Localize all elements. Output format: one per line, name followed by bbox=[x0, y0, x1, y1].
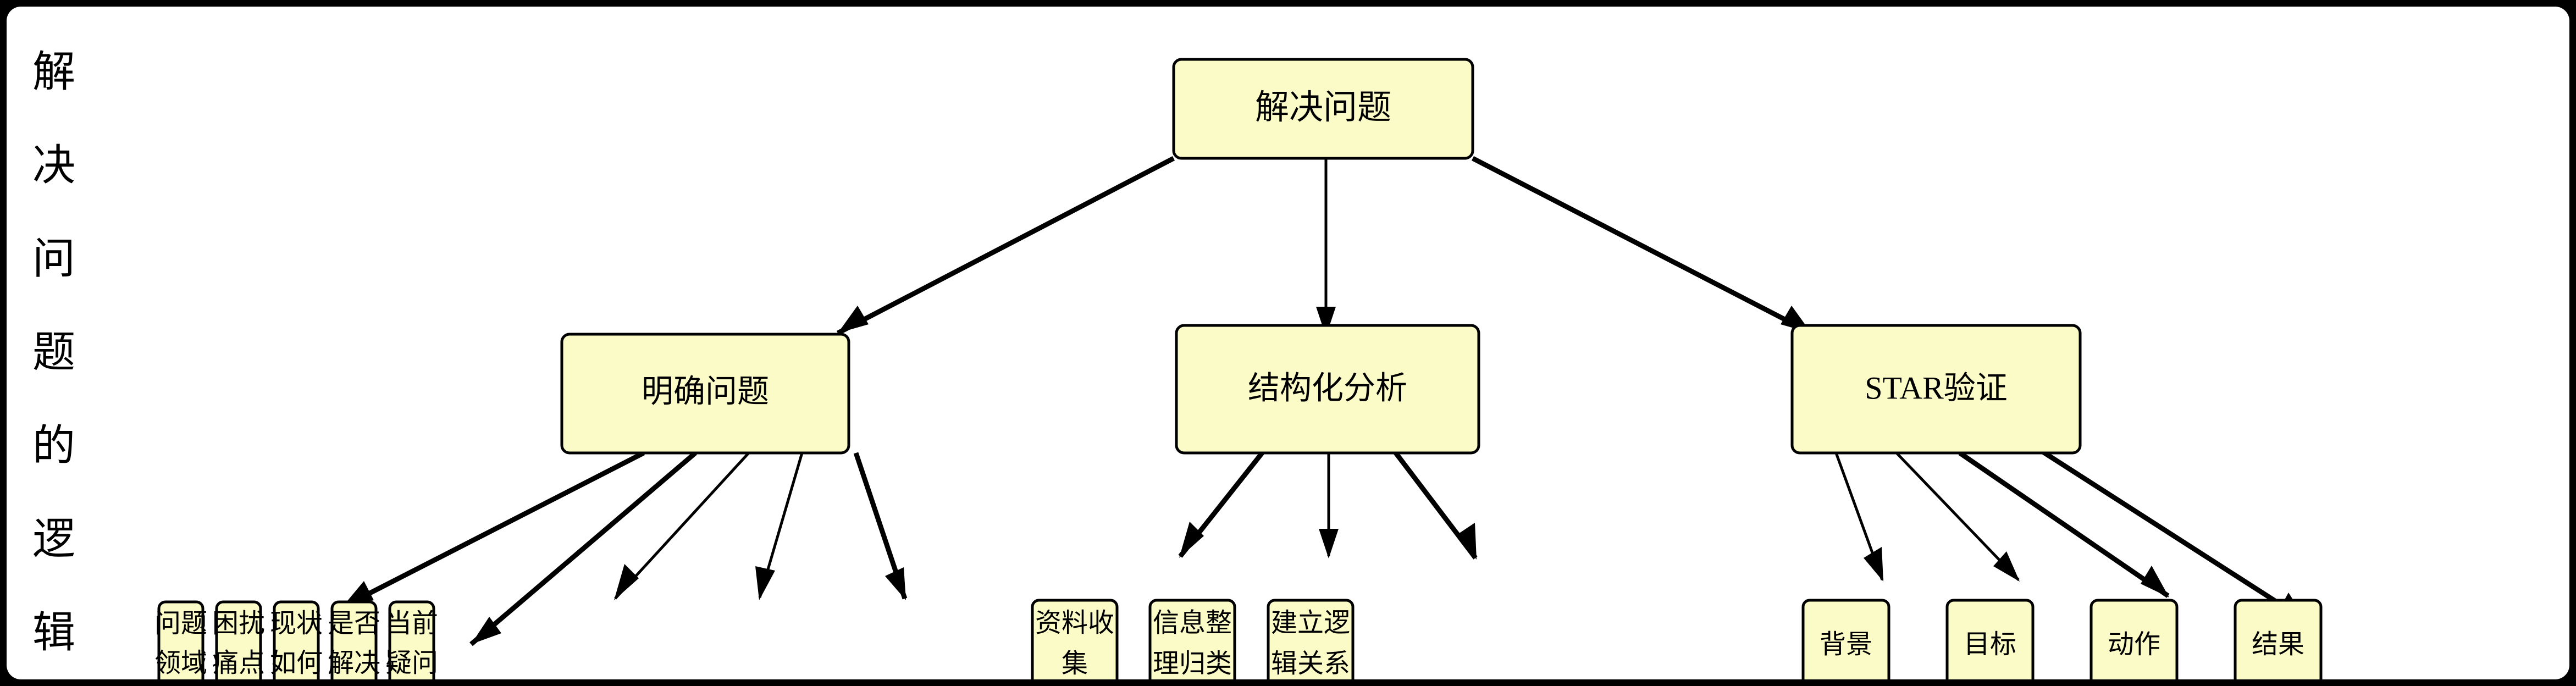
edge-b3-to-leaf-3 bbox=[1958, 451, 2170, 598]
arrowhead-root-to-branch-1 bbox=[838, 306, 869, 333]
node-branch-3-label: STAR验证 bbox=[1865, 370, 2008, 406]
edges-root bbox=[836, 156, 1813, 336]
node-leaf-1-5-label-2: 疑问 bbox=[385, 649, 438, 678]
node-leaf-1-3-label: 现状 bbox=[270, 609, 323, 638]
node-leaf-1-5-label: 当前 bbox=[385, 609, 438, 638]
node-branch-3-box[interactable] bbox=[1790, 324, 2082, 455]
node-leaf-3-2[interactable]: 目标 bbox=[1945, 599, 2035, 679]
node-leaf-2-3[interactable]: 建立逻 辑关系 bbox=[1267, 599, 1355, 679]
arrowhead-b2-to-leaf-2 bbox=[1319, 529, 1339, 558]
edge-root-to-branch-1 bbox=[836, 156, 1175, 335]
node-branch-1-box[interactable] bbox=[560, 333, 850, 455]
node-leaf-1-1[interactable]: 问题 领域 bbox=[154, 600, 207, 679]
node-leaf-2-1-box[interactable] bbox=[1031, 599, 1119, 679]
edge-b1-to-leaf-3 bbox=[614, 452, 750, 600]
node-branch-2[interactable]: 结构化分析 bbox=[1175, 324, 1480, 455]
vertical-title: 解 决 问 题 的 逻 辑 bbox=[32, 48, 75, 656]
node-leaf-2-3-label: 建立逻 bbox=[1271, 608, 1350, 638]
node-leaf-3-3[interactable]: 动作 bbox=[2089, 599, 2179, 679]
node-leaf-3-4-label: 结果 bbox=[2252, 630, 2304, 659]
edge-b1-to-leaf-2 bbox=[469, 451, 697, 646]
node-leaf-1-2-label: 困扰 bbox=[212, 609, 265, 638]
node-leaf-2-3-label-2: 辑关系 bbox=[1271, 649, 1350, 678]
arrowhead-b2-to-leaf-1 bbox=[1179, 522, 1204, 558]
node-root[interactable]: 解决问题 bbox=[1172, 58, 1474, 160]
node-leaf-1-2-box[interactable] bbox=[215, 600, 262, 679]
node-leaf-2-2-box[interactable] bbox=[1148, 599, 1236, 679]
node-leaf-3-1[interactable]: 背景 bbox=[1801, 599, 1890, 679]
node-leaf-1-2[interactable]: 困扰 痛点 bbox=[212, 600, 265, 679]
node-branch-2-label: 结构化分析 bbox=[1248, 370, 1407, 406]
arrowhead-b3-to-leaf-3 bbox=[2141, 566, 2169, 598]
arrowhead-b2-to-leaf-3 bbox=[1457, 523, 1477, 560]
node-leaf-3-3-box[interactable] bbox=[2089, 599, 2179, 679]
diagram-frame: 解 决 问 题 的 逻 辑 解决问题 bbox=[7, 7, 2569, 679]
node-leaf-1-1-box[interactable] bbox=[157, 600, 204, 679]
node-leaf-1-3[interactable]: 现状 如何 bbox=[270, 600, 323, 679]
node-leaf-1-5[interactable]: 当前 疑问 bbox=[385, 600, 438, 679]
node-leaf-3-3-label: 动作 bbox=[2108, 630, 2160, 659]
node-leaf-3-4-box[interactable] bbox=[2234, 599, 2323, 679]
node-leaf-1-1-label-2: 领域 bbox=[154, 649, 207, 678]
diagram-canvas: 解决问题 明确问题 bbox=[154, 58, 2323, 679]
node-leaf-2-2-label-2: 理归类 bbox=[1153, 649, 1232, 678]
edge-b1-to-leaf-1 bbox=[340, 450, 645, 610]
node-branch-2-box[interactable] bbox=[1175, 324, 1480, 455]
arrowhead-b1-to-leaf-5 bbox=[885, 567, 906, 600]
node-leaf-1-4[interactable]: 是否 解决 bbox=[328, 600, 380, 679]
node-leaf-3-1-label: 背景 bbox=[1820, 630, 1872, 659]
node-leaf-3-4[interactable]: 结果 bbox=[2234, 599, 2323, 679]
node-leaf-1-3-box[interactable] bbox=[273, 600, 320, 679]
node-leaf-3-2-box[interactable] bbox=[1945, 599, 2035, 679]
node-leaf-1-2-label-2: 痛点 bbox=[212, 649, 265, 678]
node-leaf-1-4-label: 是否 bbox=[328, 609, 380, 638]
node-branch-1-label: 明确问题 bbox=[642, 373, 769, 409]
node-leaf-2-3-box[interactable] bbox=[1267, 599, 1355, 679]
arrowhead-b1-to-leaf-4 bbox=[755, 566, 775, 600]
node-leaf-2-1-label: 资料收 bbox=[1035, 608, 1114, 638]
node-leaf-1-3-label-2: 如何 bbox=[270, 649, 323, 678]
edges-branch-1 bbox=[340, 450, 908, 646]
arrowhead-root-to-branch-2 bbox=[1316, 307, 1336, 336]
node-leaf-2-2[interactable]: 信息整 理归类 bbox=[1148, 599, 1236, 679]
node-leaf-2-1[interactable]: 资料收 集 bbox=[1031, 599, 1119, 679]
node-leaf-1-4-label-2: 解决 bbox=[328, 649, 380, 678]
node-branch-3[interactable]: STAR验证 bbox=[1790, 324, 2082, 455]
edge-b3-to-leaf-2 bbox=[1895, 452, 2020, 581]
node-leaf-2-2-label: 信息整 bbox=[1153, 608, 1232, 638]
node-leaf-3-1-box[interactable] bbox=[1801, 599, 1890, 679]
edge-b3-to-leaf-4 bbox=[2024, 439, 2308, 623]
node-root-box[interactable] bbox=[1172, 58, 1474, 160]
edges-branch-3 bbox=[1834, 439, 2308, 623]
arrowhead-b1-to-leaf-3 bbox=[614, 564, 639, 600]
node-root-label: 解决问题 bbox=[1255, 89, 1391, 126]
node-leaf-1-5-box[interactable] bbox=[388, 600, 435, 679]
node-branch-1[interactable]: 明确问题 bbox=[560, 333, 850, 455]
edges-branch-2 bbox=[1178, 451, 1478, 560]
edge-root-to-branch-3 bbox=[1471, 156, 1813, 335]
node-leaf-3-2-label: 目标 bbox=[1964, 630, 2016, 659]
arrowhead-b1-to-leaf-2 bbox=[471, 617, 501, 644]
arrowhead-b3-to-leaf-1 bbox=[1864, 547, 1883, 582]
node-leaf-2-1-label-2: 集 bbox=[1062, 649, 1088, 678]
node-leaf-1-4-box[interactable] bbox=[330, 600, 378, 679]
arrowhead-b3-to-leaf-2 bbox=[1993, 551, 2020, 582]
node-leaf-1-1-label: 问题 bbox=[154, 609, 207, 638]
